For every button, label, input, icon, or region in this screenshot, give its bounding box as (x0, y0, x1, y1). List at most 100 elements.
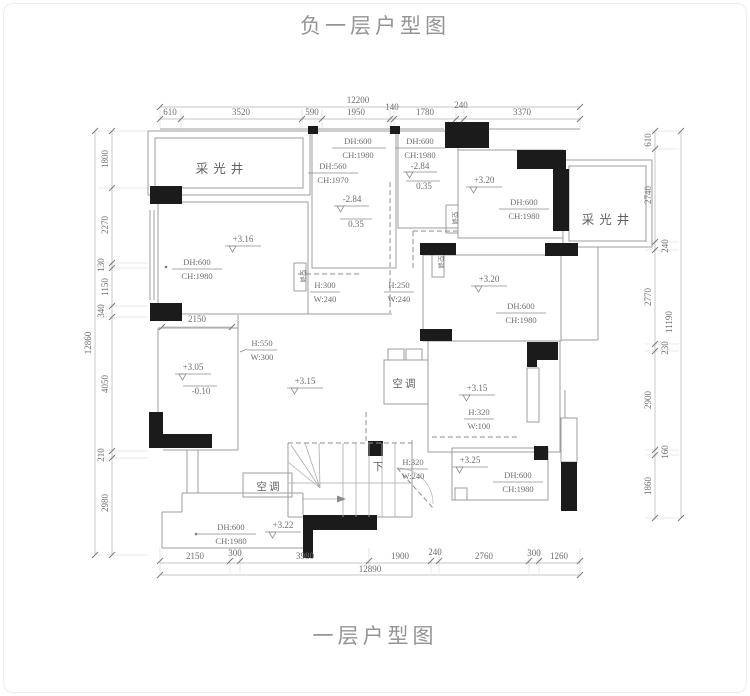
dim-left-overall: 12860 (83, 331, 93, 354)
room-leftbig-level: +3.16 (233, 234, 254, 244)
dim-bottom-seg2: 3980 (296, 551, 315, 561)
dim-top-seg4: 140 (385, 102, 399, 112)
dim-bottom-seg6: 300 (527, 548, 541, 558)
dim-right-seg0: 610 (643, 133, 653, 147)
lightwell-left-label: 采光井 (196, 161, 249, 176)
dim-bottom-overall: 12890 (359, 564, 382, 574)
dim-bottom-seg0: 2150 (186, 551, 205, 561)
dim-left-seg0: 1800 (100, 150, 110, 169)
room-bottomright-level: +3.25 (460, 455, 481, 465)
room-labels: 采光井 采光井 DH:600 CH:1980 DH:560 CH:1970 -2… (181, 136, 635, 546)
room-topmid-dh2: DH:560 (319, 161, 346, 171)
dim-left-seg5: 4050 (100, 375, 110, 394)
dim-left-seg2: 130 (96, 258, 106, 272)
dim-top-overall: 12200 (347, 95, 370, 105)
room-leftbig-dh: DH:600 (183, 257, 210, 267)
dim-right-overall: 11190 (664, 311, 674, 333)
room-rightlow-w: W:100 (468, 421, 491, 431)
dim-bottom-seg3: 1900 (391, 551, 410, 561)
room-rightlow-h: H:320 (468, 407, 489, 417)
level-symbols (178, 171, 483, 539)
room-topmid-ch2: CH:1970 (317, 175, 348, 185)
wall-lines (147, 128, 653, 549)
room-bottomleft-dh: DH:600 (217, 522, 244, 532)
ac-tag-1: 空调 (299, 270, 308, 283)
opening3-w: W:300 (251, 352, 274, 362)
plan-title-basement: 负一层户型图 (300, 14, 450, 38)
room-topright-ch: CH:1980 (508, 211, 539, 221)
room-topmid-dh: DH:600 (344, 136, 371, 146)
dim-right-seg3: 2770 (643, 288, 653, 307)
room-midright-ch: CH:1980 (505, 315, 536, 325)
room-rightlow-level: +3.15 (467, 383, 488, 393)
room-topmid-level-b: 0.35 (348, 219, 364, 229)
dim-left-seg7: 2980 (100, 494, 110, 513)
opening2-w: W:240 (388, 294, 411, 304)
dim-top-seg0: 610 (163, 107, 177, 117)
dim-bottom: 2150 300 3980 1900 240 2760 300 1260 128… (186, 547, 569, 574)
room-leftbig-ch: CH:1980 (181, 271, 212, 281)
room-leftlow-level-b: -0.10 (192, 386, 211, 396)
dim-bottom-seg7: 1260 (550, 551, 569, 561)
ac-tag-3: 空调 (437, 256, 446, 269)
stairs-down-label: 下 (373, 461, 386, 473)
room-topsmall-ch: CH:1980 (404, 150, 435, 160)
leader-dot-left (164, 265, 168, 269)
dashed-openings (288, 182, 517, 509)
ac-label-box: 空调 (257, 480, 282, 493)
lightwell-right-label: 采光井 (582, 212, 635, 227)
room-bottomright-ch: CH:1980 (502, 484, 533, 494)
room-topmid-ch: CH:1980 (342, 150, 373, 160)
room-bottomright-dh: DH:600 (504, 470, 531, 480)
dim-top-seg6: 240 (454, 100, 468, 110)
opening2-h: H:250 (388, 280, 409, 290)
room-bottomleft-level: +3.22 (273, 520, 294, 530)
room-topsmall-level-a: -2.84 (411, 161, 430, 171)
stair-treads (287, 442, 412, 517)
dim-top-seg2: 590 (305, 107, 319, 117)
opening4-h: H:320 (402, 457, 423, 467)
dim-top-seg7: 3370 (513, 107, 532, 117)
dim-right-seg1: 2740 (643, 186, 653, 205)
opening1-h: H:300 (314, 280, 335, 290)
ac-tag-2: 空调 (451, 212, 460, 225)
dim-left-seg6: 210 (96, 448, 106, 462)
room-topright-level: +3.20 (474, 175, 495, 185)
dimension-ticks (91, 103, 685, 579)
room-topsmall-level-b: 0.35 (416, 181, 432, 191)
opening1-w: W:240 (314, 294, 337, 304)
dim-right-seg2: 240 (660, 239, 670, 253)
dim-interior-2150: 2150 (188, 314, 207, 324)
dim-right: 610 2740 240 2770 230 2900 160 1860 1119… (643, 133, 674, 495)
dim-right-seg4: 230 (660, 341, 670, 355)
dim-left-seg3: 1150 (100, 278, 110, 296)
plan-title-first-floor: 一层户型图 (312, 624, 438, 648)
dim-left-seg4: 340 (96, 304, 106, 318)
dim-bottom-seg5: 2760 (475, 551, 494, 561)
room-midright-dh: DH:600 (507, 301, 534, 311)
label-rules (172, 147, 549, 535)
wall-solids (149, 122, 578, 558)
dim-top-seg5: 1780 (416, 107, 435, 117)
dim-top: 12200 610 3520 590 1950 140 1780 240 337… (163, 95, 531, 117)
stair-direction-arrow (337, 495, 346, 503)
dim-right-seg5: 2900 (643, 391, 653, 410)
door-swing-arc (396, 467, 434, 505)
dim-left: 1800 2270 130 1150 340 4050 210 2980 128… (83, 150, 110, 513)
ac-label-niche: 空调 (393, 377, 418, 390)
dim-top-seg3: 1950 (347, 107, 366, 117)
room-bottomleft-ch: CH:1980 (215, 536, 246, 546)
dim-bottom-seg4: 240 (428, 547, 442, 557)
dim-bottom-seg1: 300 (228, 548, 242, 558)
dim-left-seg1: 2270 (100, 216, 110, 235)
dimension-lines (94, 106, 682, 576)
room-topmid-level-a: -2.84 (343, 194, 362, 204)
dim-top-seg1: 3520 (232, 107, 251, 117)
room-leftlow-level-a: +3.05 (183, 362, 204, 372)
extension-lines (98, 109, 679, 573)
dim-right-seg6: 160 (660, 445, 670, 459)
opening4-w: W:240 (402, 471, 425, 481)
room-center-level: +3.15 (295, 376, 316, 386)
